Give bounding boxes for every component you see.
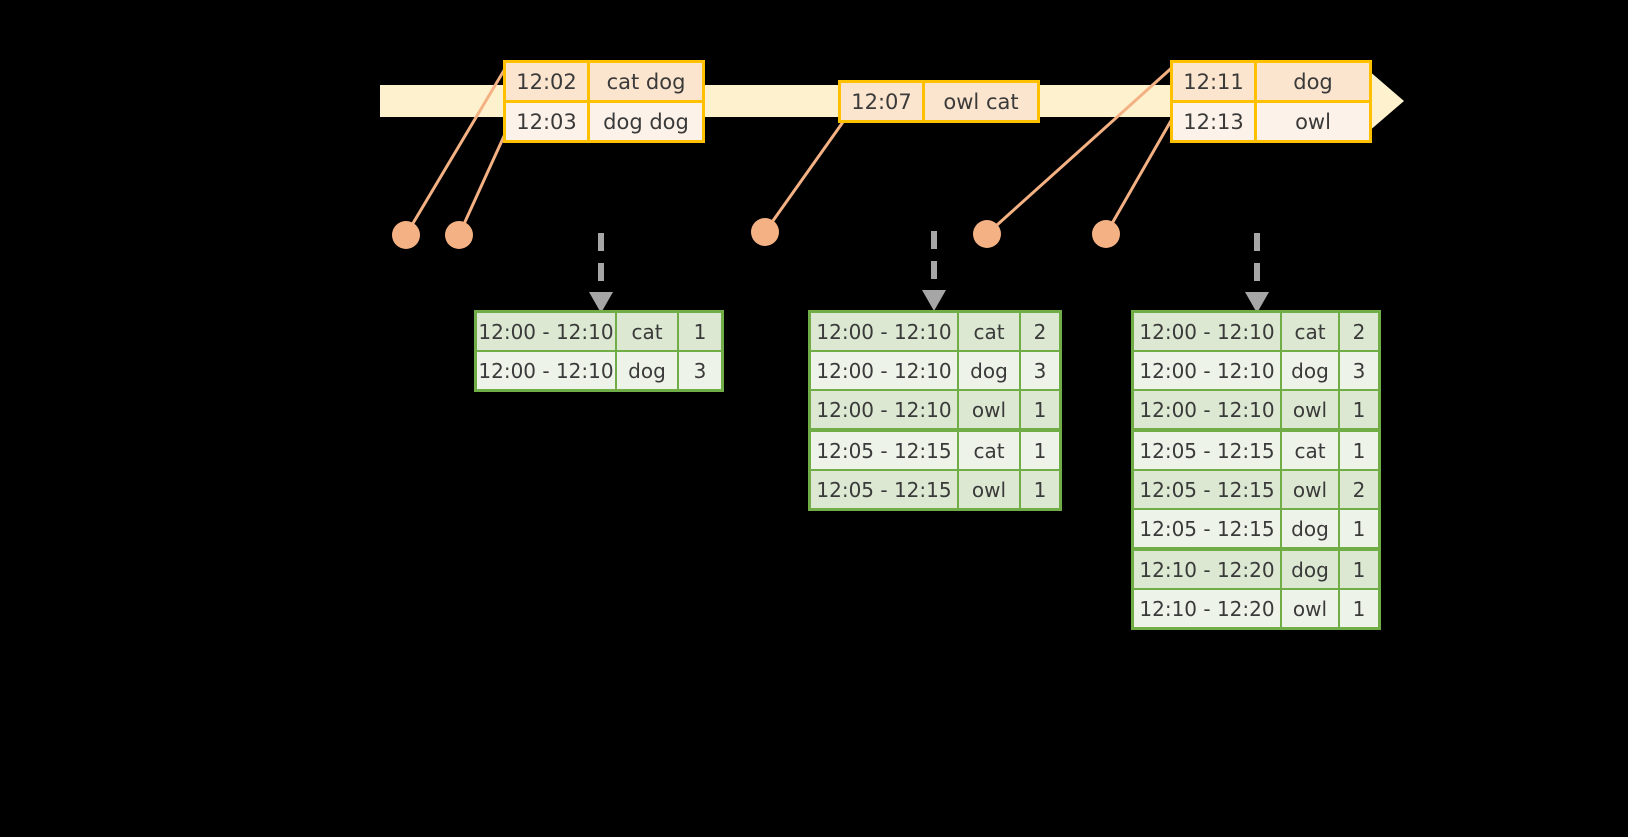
event-words: owl cat — [925, 83, 1037, 120]
window-cell: 12:00 - 12:10 — [811, 352, 959, 389]
word-cell: cat — [1282, 432, 1340, 469]
window-cell: 12:00 - 12:10 — [1134, 391, 1282, 428]
event-row[interactable]: 12:02 cat dog — [506, 63, 702, 100]
connector-dot-5 — [1092, 220, 1120, 248]
window-cell: 12:05 - 12:15 — [811, 471, 959, 508]
word-cell: dog — [1282, 551, 1340, 588]
count-cell: 1 — [1021, 432, 1059, 469]
table-row[interactable]: 12:00 - 12:10 owl 1 — [1134, 391, 1378, 432]
event-time: 12:07 — [841, 83, 925, 120]
table-row[interactable]: 12:10 - 12:20 owl 1 — [1134, 590, 1378, 627]
word-cell: dog — [617, 352, 679, 389]
table-row[interactable]: 12:05 - 12:15 owl 1 — [811, 471, 1059, 508]
timeline-arrowhead — [1368, 70, 1404, 132]
table-row[interactable]: 12:00 - 12:10 cat 2 — [1134, 313, 1378, 352]
window-cell: 12:05 - 12:15 — [1134, 510, 1282, 547]
count-cell: 1 — [1340, 590, 1378, 627]
flow-arrow-1 — [589, 233, 613, 313]
window-cell: 12:05 - 12:15 — [1134, 432, 1282, 469]
count-cell: 3 — [679, 352, 721, 389]
count-cell: 2 — [1021, 313, 1059, 350]
count-cell: 1 — [1340, 391, 1378, 428]
window-cell: 12:00 - 12:10 — [811, 313, 959, 350]
window-cell: 12:10 - 12:20 — [1134, 551, 1282, 588]
result-table-1[interactable]: 12:00 - 12:10 cat 1 12:00 - 12:10 dog 3 — [474, 310, 724, 392]
table-row[interactable]: 12:05 - 12:15 cat 1 — [811, 432, 1059, 471]
table-row[interactable]: 12:00 - 12:10 dog 3 — [477, 352, 721, 389]
event-group-2[interactable]: 12:07 owl cat — [838, 80, 1040, 123]
table-row[interactable]: 12:05 - 12:15 cat 1 — [1134, 432, 1378, 471]
table-row[interactable]: 12:00 - 12:10 dog 3 — [1134, 352, 1378, 391]
word-cell: cat — [1282, 313, 1340, 350]
connector-dot-3 — [751, 218, 779, 246]
word-cell: dog — [1282, 352, 1340, 389]
event-group-1[interactable]: 12:02 cat dog 12:03 dog dog — [503, 60, 705, 143]
window-cell: 12:00 - 12:10 — [477, 352, 617, 389]
word-cell: owl — [959, 471, 1021, 508]
window-cell: 12:00 - 12:10 — [477, 313, 617, 350]
result-table-3[interactable]: 12:00 - 12:10 cat 2 12:00 - 12:10 dog 3 … — [1131, 310, 1381, 630]
count-cell: 1 — [1340, 432, 1378, 469]
word-cell: cat — [959, 432, 1021, 469]
count-cell: 3 — [1340, 352, 1378, 389]
window-cell: 12:05 - 12:15 — [1134, 471, 1282, 508]
flow-arrow-3 — [1245, 233, 1269, 313]
connector-dot-4 — [973, 220, 1001, 248]
word-cell: dog — [959, 352, 1021, 389]
event-words: cat dog — [590, 63, 702, 100]
connector-dot-1 — [392, 221, 420, 249]
connector-line-3 — [763, 121, 845, 233]
word-cell: owl — [1282, 391, 1340, 428]
event-time: 12:11 — [1173, 63, 1257, 100]
word-cell: cat — [959, 313, 1021, 350]
count-cell: 1 — [1021, 391, 1059, 428]
event-words: owl — [1257, 103, 1369, 140]
count-cell: 1 — [1021, 471, 1059, 508]
window-cell: 12:00 - 12:10 — [811, 391, 959, 428]
event-time: 12:02 — [506, 63, 590, 100]
table-row[interactable]: 12:05 - 12:15 dog 1 — [1134, 510, 1378, 551]
table-row[interactable]: 12:00 - 12:10 dog 3 — [811, 352, 1059, 391]
window-cell: 12:00 - 12:10 — [1134, 313, 1282, 350]
event-words: dog dog — [590, 103, 702, 140]
count-cell: 3 — [1021, 352, 1059, 389]
count-cell: 1 — [679, 313, 721, 350]
word-cell: owl — [959, 391, 1021, 428]
table-row[interactable]: 12:05 - 12:15 owl 2 — [1134, 471, 1378, 510]
connector-line-1 — [404, 61, 511, 236]
count-cell: 2 — [1340, 471, 1378, 508]
window-cell: 12:00 - 12:10 — [1134, 352, 1282, 389]
word-cell: owl — [1282, 471, 1340, 508]
table-row[interactable]: 12:00 - 12:10 owl 1 — [811, 391, 1059, 432]
event-time: 12:13 — [1173, 103, 1257, 140]
event-group-3[interactable]: 12:11 dog 12:13 owl — [1170, 60, 1372, 143]
event-words: dog — [1257, 63, 1369, 100]
count-cell: 2 — [1340, 313, 1378, 350]
window-cell: 12:10 - 12:20 — [1134, 590, 1282, 627]
event-row[interactable]: 12:11 dog — [1173, 63, 1369, 100]
word-cell: dog — [1282, 510, 1340, 547]
word-cell: cat — [617, 313, 679, 350]
word-cell: owl — [1282, 590, 1340, 627]
connector-line-5 — [1104, 111, 1178, 235]
table-row[interactable]: 12:00 - 12:10 cat 2 — [811, 313, 1059, 352]
event-row[interactable]: 12:07 owl cat — [841, 83, 1037, 120]
event-row[interactable]: 12:13 owl — [1173, 100, 1369, 140]
connector-dot-2 — [445, 221, 473, 249]
flow-arrow-2 — [922, 231, 946, 311]
table-row[interactable]: 12:00 - 12:10 cat 1 — [477, 313, 721, 352]
event-row[interactable]: 12:03 dog dog — [506, 100, 702, 140]
count-cell: 1 — [1340, 551, 1378, 588]
event-time: 12:03 — [506, 103, 590, 140]
table-row[interactable]: 12:10 - 12:20 dog 1 — [1134, 551, 1378, 590]
result-table-2[interactable]: 12:00 - 12:10 cat 2 12:00 - 12:10 dog 3 … — [808, 310, 1062, 511]
count-cell: 1 — [1340, 510, 1378, 547]
window-cell: 12:05 - 12:15 — [811, 432, 959, 469]
